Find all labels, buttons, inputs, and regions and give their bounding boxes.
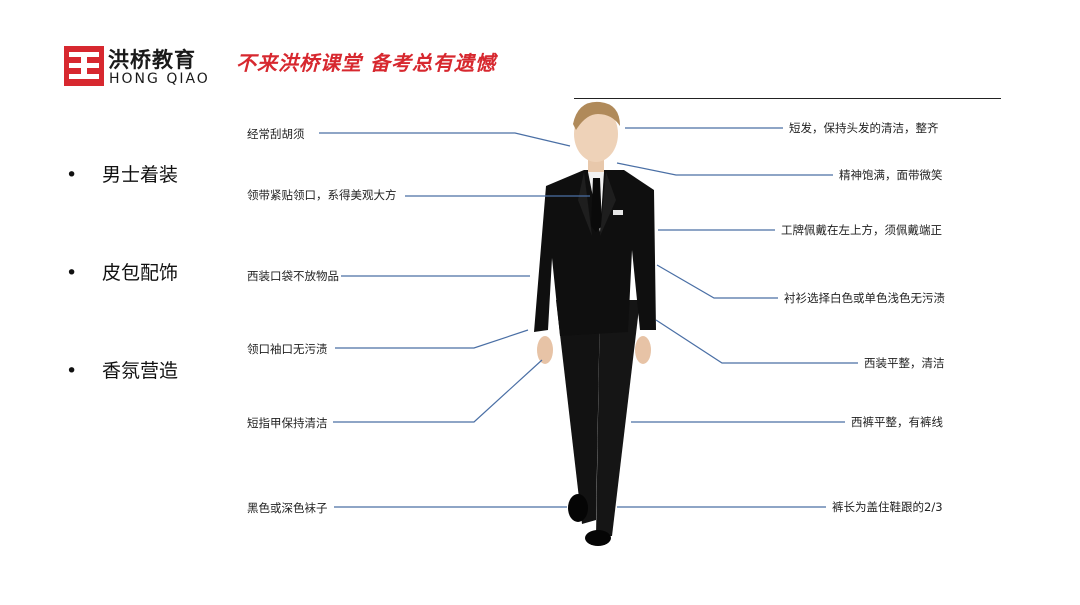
annotation-shave: 经常刮胡须 [247, 127, 305, 141]
annotation-suit: 西装平整，清洁 [864, 356, 945, 370]
bullet-item-menswear: •男士着装 [66, 164, 179, 186]
annotation-badge: 工牌佩戴在左上方，须佩戴端正 [781, 223, 942, 237]
annotation-socks: 黑色或深色袜子 [247, 501, 328, 515]
annotation-hair: 短发，保持头发的清洁，整齐 [789, 121, 939, 135]
leader-line-smile [616, 162, 833, 176]
brand-name-cn: 洪桥教育 [108, 48, 196, 72]
annotation-pocket: 西装口袋不放物品 [247, 269, 339, 283]
bullet-label: 皮包配饰 [102, 262, 179, 284]
leader-lines [319, 127, 858, 508]
annotation-collar-cuff: 领口袖口无污渍 [247, 342, 328, 356]
leader-line-shave [319, 132, 571, 147]
brand-slogan: 不来洪桥课堂 备考总有遗憾 [236, 51, 496, 75]
leader-line-suit [655, 319, 858, 364]
leader-line-nails [333, 359, 543, 423]
annotation-tie: 领带紧贴领口，系得美观大方 [247, 188, 397, 202]
brand-name-en: HONG QIAO [109, 71, 210, 87]
annotation-shirt: 衬衫选择白色或单色浅色无污渍 [784, 291, 945, 305]
annotation-nails: 短指甲保持清洁 [247, 416, 328, 430]
leader-line-shirt [656, 264, 778, 299]
logo-mark-icon [64, 46, 104, 86]
annotation-trousers: 西裤平整，有裤线 [851, 415, 943, 429]
suited-man-illustration [534, 101, 656, 546]
annotation-smile: 精神饱满，面带微笑 [839, 168, 943, 182]
bullet-label: 男士着装 [102, 164, 179, 186]
leader-line-collar-cuff [335, 329, 529, 349]
bullet-item-fragrance: •香氛营造 [66, 360, 179, 382]
annotation-trouser-length: 裤长为盖住鞋跟的2/3 [832, 500, 943, 514]
bullet-item-bag-accessories: •皮包配饰 [66, 262, 179, 284]
header-divider [574, 98, 1001, 99]
bullet-label: 香氛营造 [102, 360, 179, 382]
hongqiao-logo: 洪桥教育 HONG QIAO [64, 44, 224, 90]
